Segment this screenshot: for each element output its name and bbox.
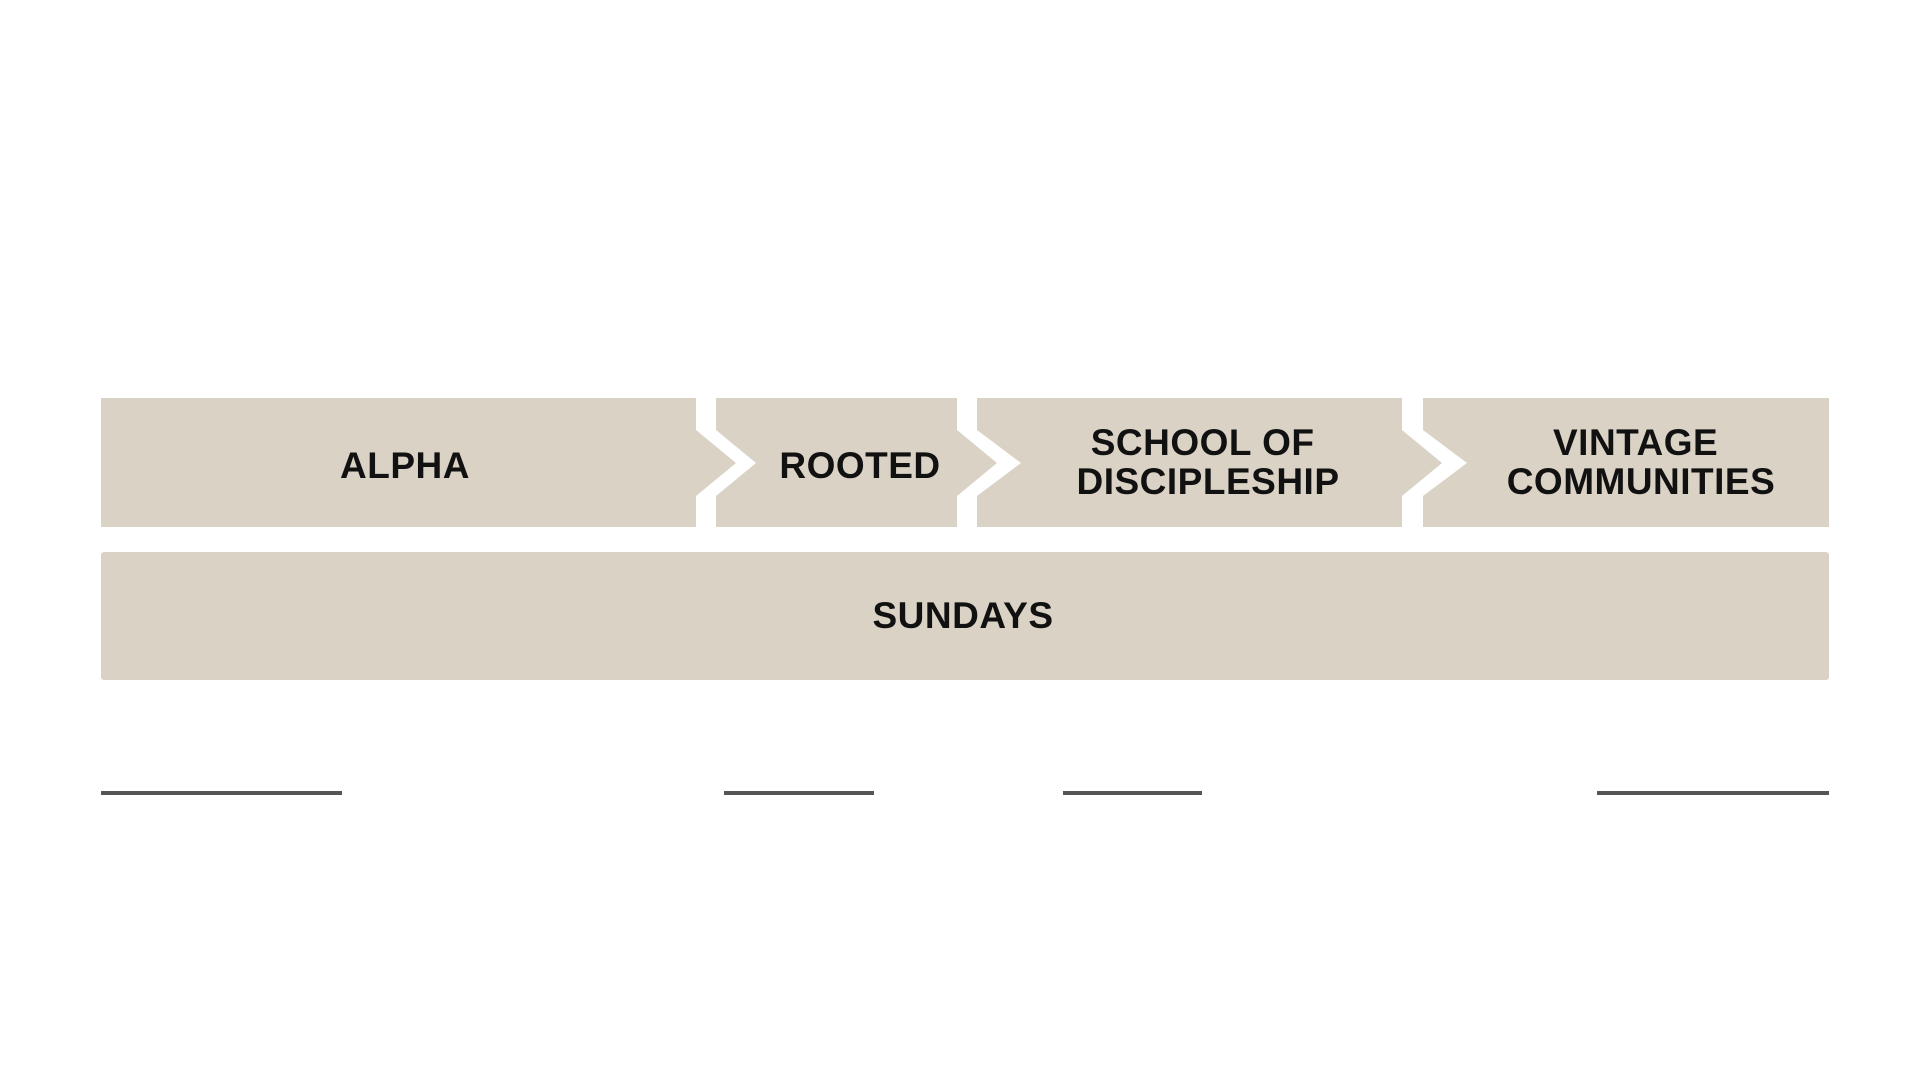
stage-rooted-label: ROOTED — [779, 445, 940, 486]
stage-vintage-communities-shape — [1423, 398, 1829, 527]
stage-vintage-communities-line-1: VINTAGE — [1553, 422, 1718, 463]
stage-school-of-discipleship: SCHOOL OF DISCIPLESHIP — [977, 398, 1442, 527]
stage-school-of-discipleship-line-2: DISCIPLESHIP — [1077, 461, 1340, 502]
stage-rooted-shape — [716, 398, 997, 527]
stage-rooted: ROOTED — [716, 398, 997, 527]
stage-school-of-discipleship-label: SCHOOL OF DISCIPLESHIP — [1077, 422, 1340, 502]
foundation-sundays-shape — [101, 552, 1829, 680]
stage-alpha-label: ALPHA — [340, 445, 470, 486]
foundation-sundays-label: SUNDAYS — [872, 595, 1053, 636]
stage-school-of-discipleship-shape — [977, 398, 1442, 527]
stage-vintage-communities-label: VINTAGE COMMUNITIES — [1507, 422, 1776, 502]
stage-vintage-communities-line-2: COMMUNITIES — [1507, 461, 1776, 502]
stage-alpha-shape — [101, 398, 736, 527]
foundation-sundays: SUNDAYS — [101, 552, 1829, 680]
stage-vintage-communities: VINTAGE COMMUNITIES — [1423, 398, 1829, 527]
stage-school-of-discipleship-line-1: SCHOOL OF — [1091, 422, 1315, 463]
stage-alpha: ALPHA — [101, 398, 736, 527]
